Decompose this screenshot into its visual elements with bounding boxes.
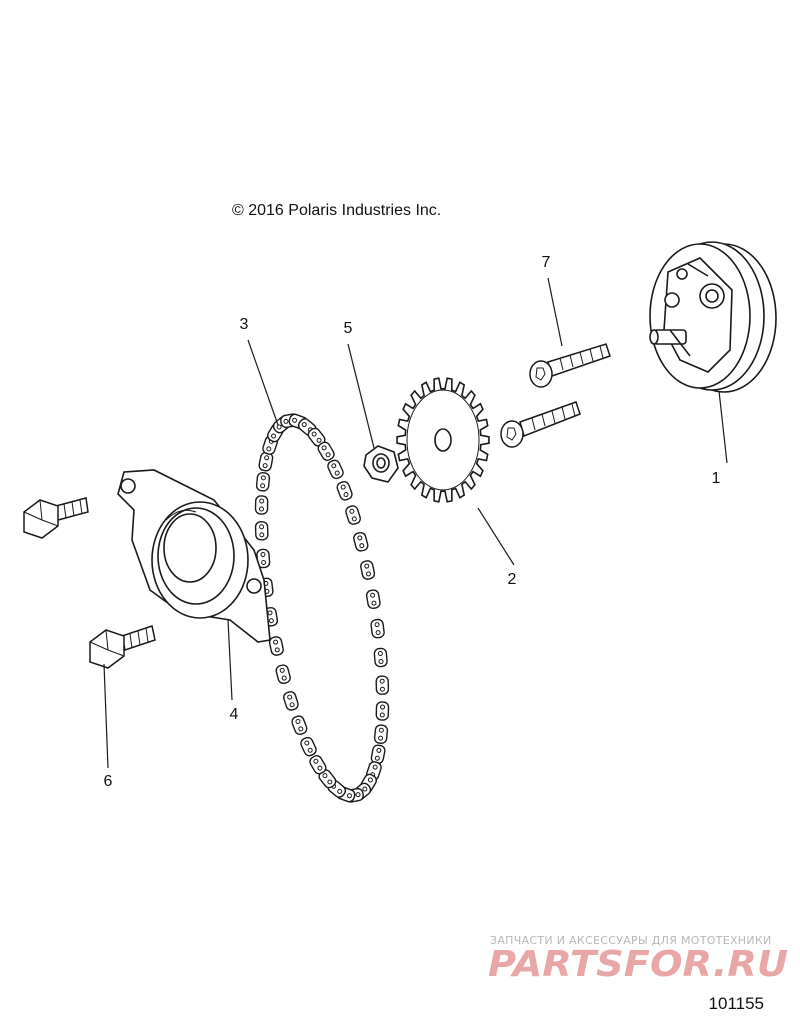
callout-1: 1	[711, 470, 721, 487]
chain-link	[335, 479, 355, 503]
chain-link	[373, 647, 389, 668]
callout-3: 3	[239, 316, 249, 333]
chain-link	[289, 713, 309, 737]
flange-bolt-lower	[89, 625, 156, 669]
watermark-tagline: ЗАПЧАСТИ И АКСЕССУАРЫ ДЛЯ МОТОТЕХНИКИ	[490, 934, 772, 947]
chain-link	[325, 458, 346, 481]
chain-link	[254, 495, 269, 515]
callout-4: 4	[229, 706, 239, 723]
nut	[363, 445, 399, 483]
chain-link	[369, 618, 386, 639]
leader-lines	[103, 277, 728, 769]
bearing-plate	[117, 469, 271, 643]
svg-text:PARTSFOR.RU: PARTSFOR.RU	[488, 944, 788, 984]
callout-6: 6	[103, 773, 113, 790]
callout-2: 2	[507, 571, 517, 588]
callout-7: 7	[541, 254, 551, 271]
sprocket	[396, 377, 490, 503]
callout-5: 5	[343, 320, 353, 337]
chain-link	[255, 471, 271, 493]
chain-link	[359, 559, 377, 581]
chain-link	[281, 689, 301, 712]
chain-link	[375, 675, 390, 696]
screw-upper	[529, 343, 611, 388]
chain-link	[298, 735, 319, 758]
diagram-reference-number: 101155	[708, 994, 764, 1013]
oil-pump	[649, 241, 777, 393]
chain-link	[375, 701, 390, 721]
chain-link	[254, 520, 269, 541]
chain-link	[274, 663, 292, 686]
chain-link	[373, 723, 389, 745]
flange-bolt-upper	[23, 497, 89, 539]
watermark-logo: PARTSFOR.RU	[488, 944, 788, 984]
chain-link	[267, 635, 285, 657]
chain-link	[352, 530, 370, 553]
chain-link	[343, 504, 363, 527]
chain-link	[365, 588, 382, 610]
screw-lower	[500, 401, 581, 448]
copyright-notice: © 2016 Polaris Industries Inc.	[232, 202, 442, 219]
